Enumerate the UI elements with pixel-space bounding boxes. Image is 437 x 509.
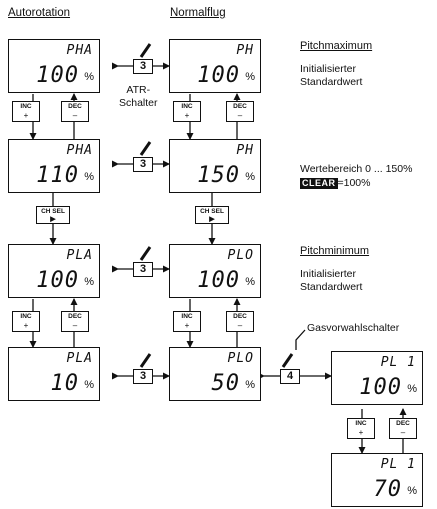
inc-key-label: INC <box>20 103 32 110</box>
lcd-unit: % <box>84 276 94 288</box>
plus-icon: + <box>184 111 190 120</box>
clear-key-badge: CLEAR <box>300 178 338 189</box>
lcd-value: 10 <box>50 371 79 396</box>
inc-key[interactable]: INC+ <box>347 418 375 439</box>
dec-key[interactable]: DEC– <box>61 101 89 122</box>
plus-icon: + <box>23 111 29 120</box>
lcd-unit: % <box>84 171 94 183</box>
lcd-gas-pitch-min-set: PL 1 70 % <box>331 453 423 507</box>
inc-key-label: INC <box>355 420 367 427</box>
lcd-unit: % <box>407 383 417 395</box>
dec-key-label: DEC <box>233 103 247 110</box>
gas-switch-number: 4 <box>280 369 300 384</box>
pitchmin-init-line2: Standardwert <box>300 281 363 293</box>
lcd-normal-pitch-min-default: PLO 100 % <box>169 244 261 298</box>
lcd-value: 100 <box>36 268 79 293</box>
clear-note: CLEAR=100% <box>300 177 371 190</box>
ch-sel-key[interactable]: CH SEL▶ <box>195 206 229 224</box>
header-autorotation: Autorotation <box>8 7 71 19</box>
lcd-unit: % <box>245 276 255 288</box>
dec-key[interactable]: DEC– <box>389 418 417 439</box>
lcd-code: PLA <box>66 351 93 366</box>
lcd-unit: % <box>84 71 94 83</box>
lcd-code: PLA <box>66 248 93 263</box>
clear-note-text: =100% <box>337 177 371 189</box>
play-icon: ▶ <box>50 216 56 223</box>
minus-icon: – <box>72 111 78 120</box>
lcd-value: 100 <box>197 63 240 88</box>
pitchmin-title: Pitchminimum <box>300 245 370 257</box>
dec-key-label: DEC <box>233 313 247 320</box>
dec-key[interactable]: DEC– <box>226 311 254 332</box>
dec-key-label: DEC <box>68 313 82 320</box>
pitchmax-title: Pitchmaximum <box>300 40 373 52</box>
gas-switch-connector <box>258 329 332 380</box>
minus-icon: – <box>237 321 243 330</box>
inc-key-label: INC <box>181 103 193 110</box>
lcd-unit: % <box>245 171 255 183</box>
lcd-unit: % <box>245 379 255 391</box>
lcd-autorotation-pitch-min-default: PLA 100 % <box>8 244 100 298</box>
atr-label-line2: Schalter <box>119 97 158 109</box>
lcd-value: 110 <box>36 163 79 188</box>
inc-key-label: INC <box>20 313 32 320</box>
plus-icon: + <box>184 321 190 330</box>
lcd-value: 50 <box>211 371 240 396</box>
play-icon: ▶ <box>209 216 215 223</box>
atr-switch-number: 3 <box>133 369 153 384</box>
inc-key-label: INC <box>181 313 193 320</box>
inc-key[interactable]: INC+ <box>12 311 40 332</box>
value-range-note: Wertebereich 0 ... 150% <box>300 163 413 175</box>
lcd-normal-pitch-max-set: PH 150 % <box>169 139 261 193</box>
lcd-code: PHA <box>66 143 93 158</box>
inc-key[interactable]: INC+ <box>173 101 201 122</box>
minus-icon: – <box>237 111 243 120</box>
dec-key-label: DEC <box>396 420 410 427</box>
header-normalflug: Normalflug <box>170 7 226 19</box>
lcd-code: PHA <box>66 43 93 58</box>
dec-key[interactable]: DEC– <box>226 101 254 122</box>
lcd-code: PL 1 <box>380 355 416 370</box>
lcd-code: PLO <box>227 351 254 366</box>
minus-icon: – <box>72 321 78 330</box>
lcd-value: 70 <box>373 477 402 502</box>
atr-switch-label: ATR- Schalter <box>119 84 158 110</box>
lcd-unit: % <box>407 485 417 497</box>
gas-switch-label: Gasvorwahlschalter <box>307 322 400 334</box>
lcd-value: 150 <box>197 163 240 188</box>
lcd-code: PH <box>236 143 254 158</box>
lcd-unit: % <box>245 71 255 83</box>
lcd-value: 100 <box>359 375 402 400</box>
lcd-gas-pitch-min-default: PL 1 100 % <box>331 351 423 405</box>
lcd-normal-pitch-max-default: PH 100 % <box>169 39 261 93</box>
lcd-unit: % <box>84 379 94 391</box>
pitchmin-init-line1: Initialisierter <box>300 268 357 280</box>
inc-key[interactable]: INC+ <box>12 101 40 122</box>
ch-sel-label: CH SEL <box>200 208 224 215</box>
lcd-code: PLO <box>227 248 254 263</box>
inc-key[interactable]: INC+ <box>173 311 201 332</box>
lcd-normal-pitch-min-set: PLO 50 % <box>169 347 261 401</box>
plus-icon: + <box>23 321 29 330</box>
minus-icon: – <box>400 428 406 437</box>
lcd-code: PL 1 <box>380 457 416 472</box>
pitchmax-init-line2: Standardwert <box>300 76 363 88</box>
ch-sel-label: CH SEL <box>41 208 65 215</box>
plus-icon: + <box>358 428 364 437</box>
lcd-autorotation-pitch-max-set: PHA 110 % <box>8 139 100 193</box>
lcd-autorotation-pitch-min-set: PLA 10 % <box>8 347 100 401</box>
pitchmax-init-line1: Initialisierter <box>300 63 357 75</box>
atr-label-line1: ATR- <box>126 84 151 96</box>
atr-switch-number: 3 <box>133 262 153 277</box>
lcd-value: 100 <box>197 268 240 293</box>
lcd-code: PH <box>236 43 254 58</box>
lcd-autorotation-pitch-max-default: PHA 100 % <box>8 39 100 93</box>
dec-key-label: DEC <box>68 103 82 110</box>
lcd-value: 100 <box>36 63 79 88</box>
ch-sel-key[interactable]: CH SEL▶ <box>36 206 70 224</box>
atr-switch-number: 3 <box>133 157 153 172</box>
atr-switch-number: 3 <box>133 59 153 74</box>
dec-key[interactable]: DEC– <box>61 311 89 332</box>
